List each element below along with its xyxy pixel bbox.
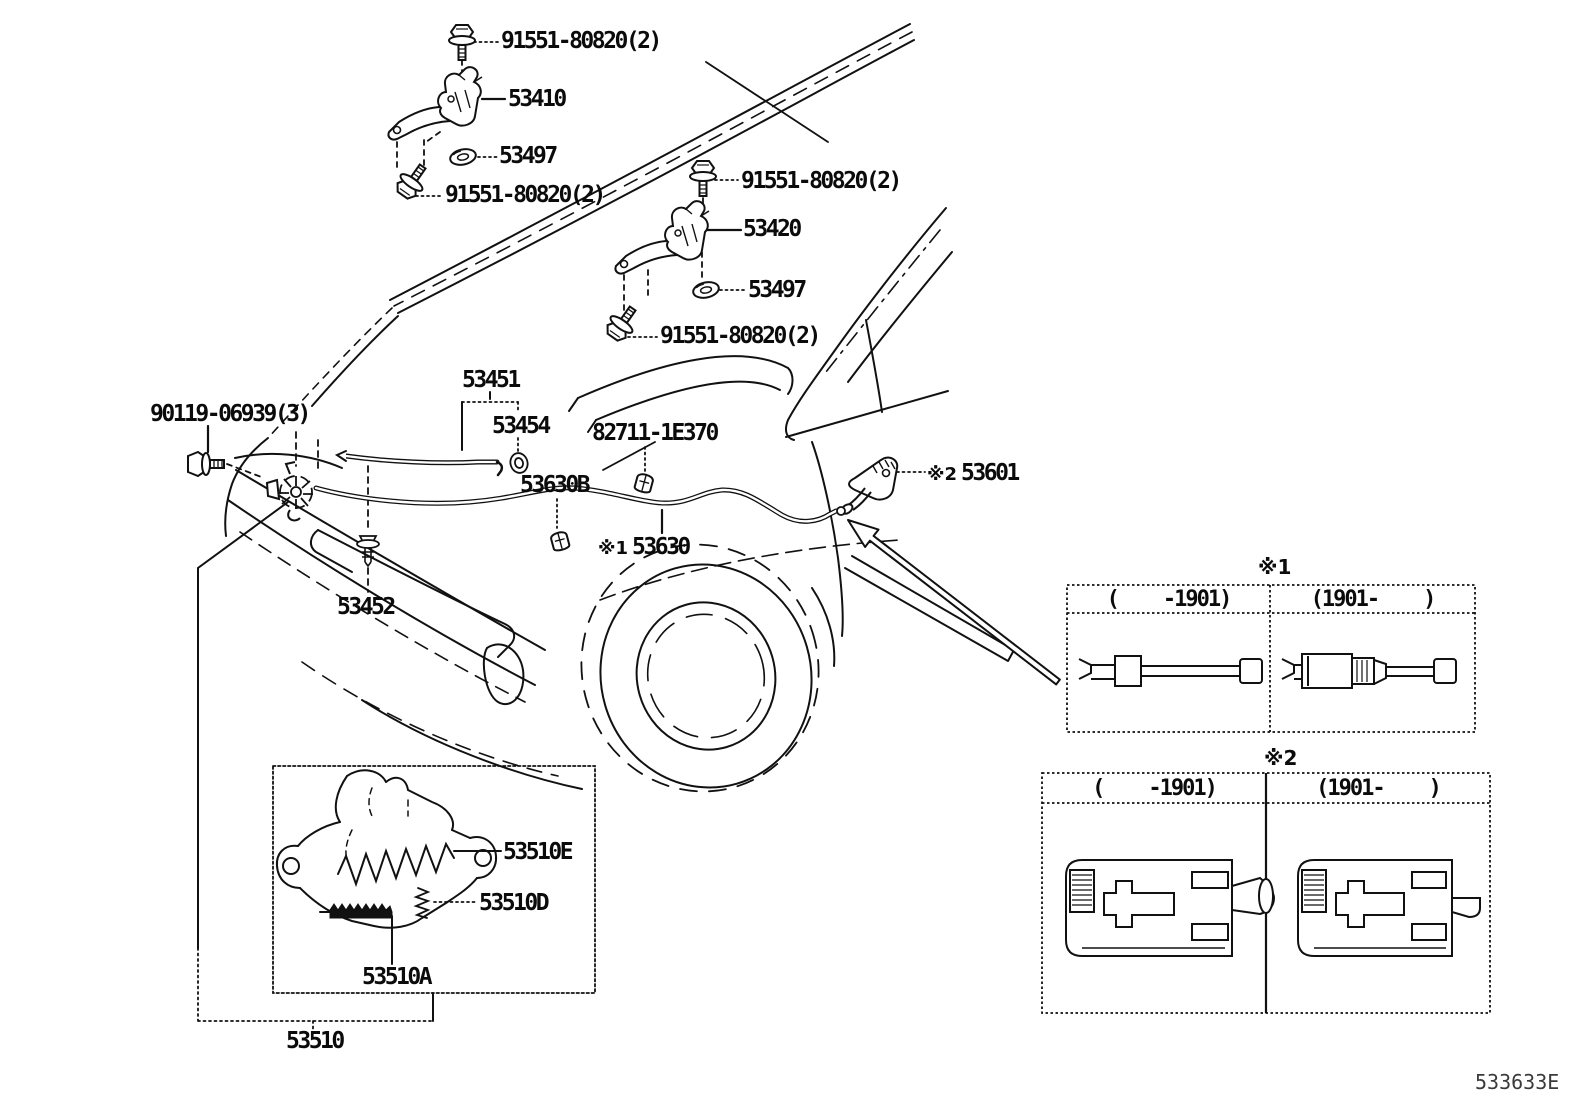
cable-end-early-drawing bbox=[1078, 655, 1263, 687]
part-label-bolt-4: 91551-80820(2) bbox=[660, 323, 821, 349]
clamp-82711-drawing bbox=[632, 471, 655, 495]
handle-late-drawing bbox=[1297, 859, 1481, 957]
part-label-bolt-2: 91551-80820(2) bbox=[445, 182, 606, 208]
part-label-90119: 90119-06939(3) bbox=[150, 401, 311, 427]
washer-53497-left bbox=[447, 145, 479, 169]
hinge-53420-drawing bbox=[614, 200, 710, 275]
lock-spring-53510d bbox=[413, 887, 431, 919]
table1-header-late: (1901- ) bbox=[1310, 587, 1437, 612]
fastener-bolt-lower-mid bbox=[600, 300, 645, 346]
part-label-53452: 53452 bbox=[337, 594, 396, 620]
part-label-53510: 53510 bbox=[286, 1028, 345, 1054]
cable-53630-drawing bbox=[313, 485, 839, 524]
part-label-53420: 53420 bbox=[743, 216, 802, 242]
part-label-53451: 53451 bbox=[462, 367, 521, 393]
part-label-53497-2: 53497 bbox=[748, 277, 807, 303]
support-rod-53451-drawing bbox=[334, 450, 504, 477]
lock-inset-box bbox=[272, 765, 596, 994]
reference-arrow bbox=[847, 519, 1061, 686]
hinge-53410-drawing bbox=[387, 66, 483, 141]
part-label-53630b: 53630B bbox=[520, 472, 591, 498]
handle-53601-drawing bbox=[840, 456, 899, 515]
fastener-bolt-top-left bbox=[448, 24, 476, 61]
part-label-53510a: 53510A bbox=[362, 964, 433, 990]
hood-latch-striker-drawing bbox=[265, 461, 313, 522]
cable-end-late-drawing bbox=[1281, 653, 1457, 689]
part-label-53510e: 53510E bbox=[503, 839, 574, 865]
lock-spring-53510e bbox=[337, 841, 455, 888]
part-label-bolt-1: 91551-80820(2) bbox=[501, 28, 662, 54]
table2-header-early: ( -1901) bbox=[1092, 776, 1218, 801]
cable-eyelet bbox=[836, 506, 846, 516]
part-label-53410: 53410 bbox=[508, 86, 567, 112]
table-ref1 bbox=[1066, 584, 1476, 733]
table1-ref-mark: ※1 bbox=[1258, 555, 1292, 579]
table-ref2 bbox=[1041, 772, 1491, 1014]
figure-code: 533633E bbox=[1475, 1070, 1560, 1094]
bolt-90119-drawing bbox=[187, 450, 225, 478]
grommet-53454-drawing bbox=[509, 452, 529, 474]
ref2-mark: ※2 bbox=[927, 464, 958, 485]
part-label-53454: 53454 bbox=[492, 413, 551, 439]
table1-header-early: ( -1901) bbox=[1106, 587, 1233, 612]
ref1-mark: ※1 bbox=[598, 538, 629, 559]
table2-ref-mark: ※2 bbox=[1264, 746, 1298, 770]
part-label-53510d: 53510D bbox=[479, 890, 550, 916]
fastener-bolt-top-mid bbox=[689, 160, 717, 197]
handle-early-drawing bbox=[1065, 859, 1276, 957]
part-label-53497-1: 53497 bbox=[499, 143, 558, 169]
part-label-82711: 82711-1E370 bbox=[592, 420, 719, 446]
part-label-bolt-3: 91551-80820(2) bbox=[741, 168, 902, 194]
lock-ratchet-53510a bbox=[329, 903, 393, 919]
leader-lines bbox=[197, 41, 926, 1031]
clip-53630b-drawing bbox=[549, 529, 572, 553]
table2-header-late: (1901- ) bbox=[1316, 776, 1442, 801]
washer-53497-right bbox=[690, 278, 722, 302]
